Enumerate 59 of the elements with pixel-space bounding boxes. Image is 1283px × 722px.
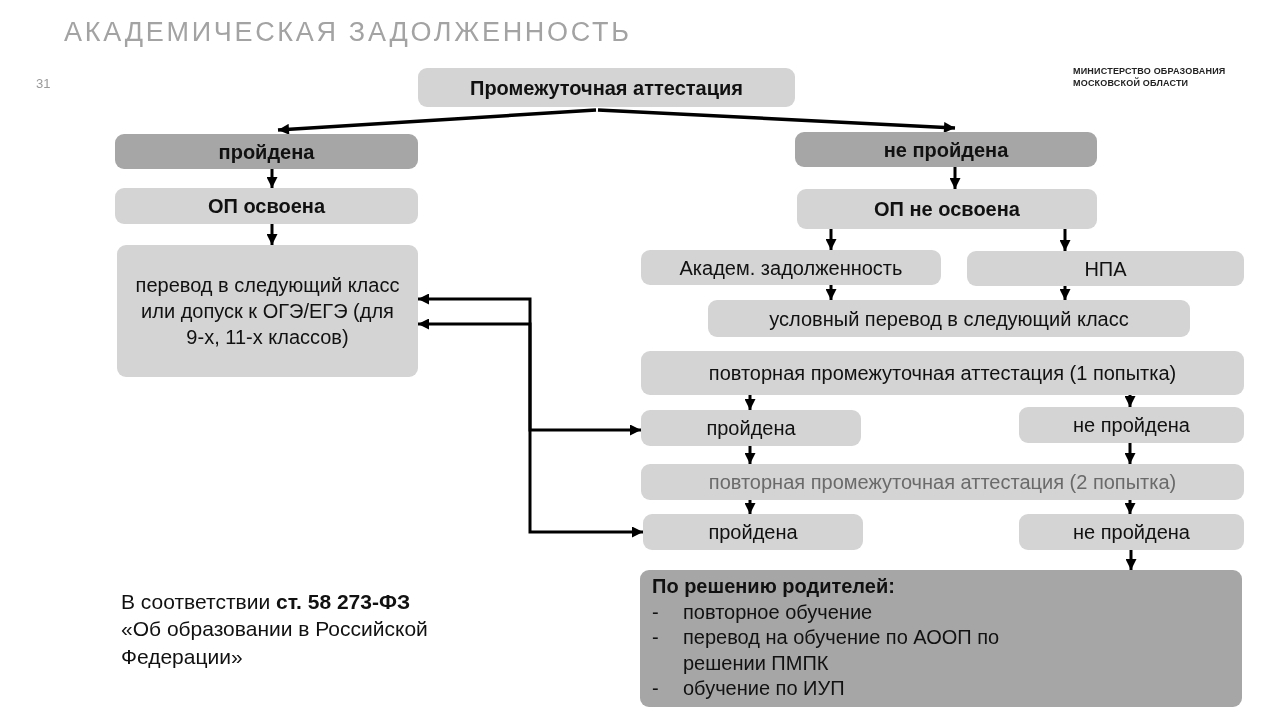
box-label: повторная промежуточная аттестация (1 попытка): [708, 361, 1177, 386]
process-box: [708, 300, 1190, 337]
arrow: [744, 395, 756, 410]
page-number: 31: [36, 76, 52, 91]
arrow: [1124, 443, 1136, 464]
process-box: [797, 189, 1097, 229]
process-box: [643, 514, 863, 550]
box-label: повторная промежуточная аттестация (2 попытка): [708, 470, 1177, 495]
arrow: [1059, 286, 1071, 300]
arrow: [597, 108, 956, 133]
process-box: [641, 351, 1244, 395]
box-heading: По решению родителей:: [652, 574, 895, 599]
arrow: [277, 108, 597, 135]
process-box: [641, 464, 1244, 500]
process-box: [1019, 514, 1244, 550]
list-dash: -: [652, 599, 659, 625]
box-label: пройдена: [706, 416, 796, 441]
list-dash: -: [652, 676, 659, 702]
process-box: [1019, 407, 1244, 443]
box-label: перевод в следующий класс или допуск к ОГЭ/ЕГЭ (для 9-х, 11-х классов): [134, 273, 401, 350]
arrow: [418, 318, 641, 436]
arrow: [825, 229, 837, 250]
box-label: ОП освоена: [207, 194, 326, 219]
process-box: [117, 245, 418, 377]
box-label: не пройдена: [1073, 413, 1190, 438]
organization-name: МИНИСТЕРСТВО ОБРАЗОВАНИЯ МОСКОВСКОЙ ОБЛАСТИ: [1073, 66, 1227, 90]
box-label: Академ. задолженность: [679, 255, 903, 281]
arrow: [949, 167, 961, 189]
list-dash: -: [652, 625, 659, 651]
process-box: [967, 251, 1244, 286]
box-label: ОП не освоена: [874, 197, 1020, 222]
box-label: НПА: [1084, 256, 1127, 282]
process-box: [115, 134, 418, 169]
arrow: [744, 500, 756, 514]
arrow: [1059, 229, 1071, 251]
box-label: Промежуточная аттестация: [470, 75, 743, 101]
arrow: [418, 293, 643, 538]
arrow: [266, 224, 278, 245]
box-label: условный перевод в следующий класс: [769, 306, 1129, 332]
process-box: [115, 188, 418, 224]
process-box: [641, 250, 941, 285]
footnote-text: В соответствии ст. 58 273-ФЗ «Об образовании в Российской Федерации»: [121, 589, 429, 670]
arrow: [1124, 500, 1136, 514]
slide-title: АКАДЕМИЧЕСКАЯ ЗАДОЛЖЕННОСТЬ: [64, 17, 632, 48]
options-box: [640, 570, 1242, 707]
box-label: пройдена: [218, 139, 315, 165]
process-box: [795, 132, 1097, 167]
process-box: [641, 410, 861, 446]
arrow: [266, 169, 278, 188]
box-label: не пройдена: [1073, 520, 1190, 545]
list-item: обучение по ИУП: [683, 676, 845, 702]
box-label: пройдена: [708, 520, 798, 545]
process-box: [418, 68, 795, 107]
arrow: [1124, 395, 1136, 407]
list-item: повторное обучение: [683, 599, 873, 625]
box-label: не пройдена: [883, 137, 1009, 163]
arrow: [1125, 550, 1137, 570]
arrow: [744, 446, 756, 464]
arrow: [825, 285, 837, 300]
